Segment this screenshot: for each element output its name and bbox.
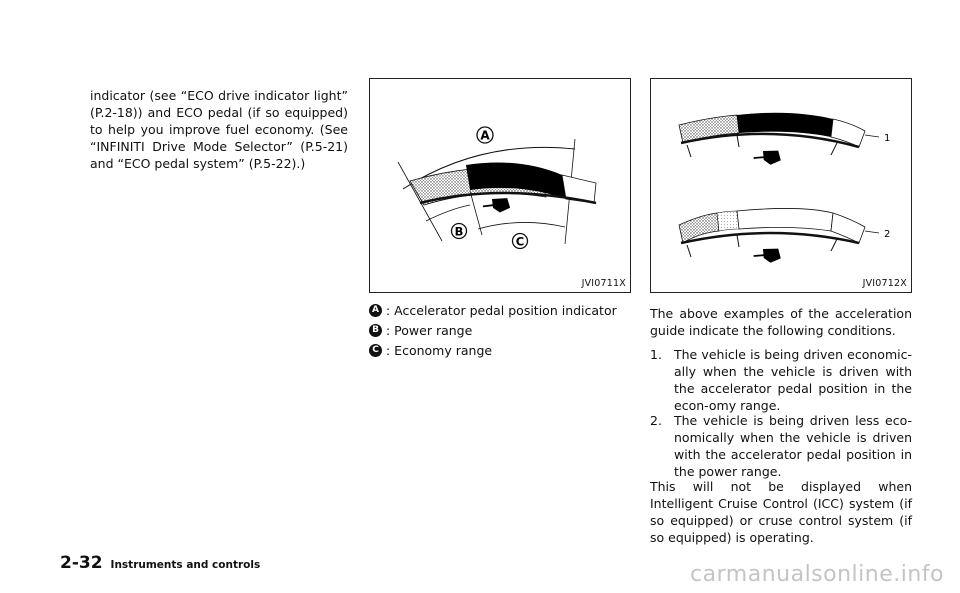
- watermark: carmanualsonline.info: [690, 562, 944, 587]
- legend-text: : Economy range: [386, 343, 493, 358]
- list-text: The vehicle is being driven less eco-nom…: [674, 413, 912, 479]
- list-number: 2.: [650, 413, 662, 428]
- figure-code: JVI0711X: [581, 278, 626, 289]
- label-a: A: [480, 129, 490, 143]
- gauge-diagram-1: A B C: [397, 126, 597, 250]
- range-b-arc: [425, 204, 471, 222]
- label-c: C: [516, 235, 524, 249]
- pedal-foot-icon: [482, 198, 511, 213]
- label-b: B: [455, 225, 464, 239]
- page-number: 2-32: [60, 553, 103, 573]
- closing-paragraph: This will not be displayed when Intellig…: [650, 479, 912, 545]
- gauge-black-segment: [466, 162, 566, 199]
- gauge-example-1: 1: [678, 112, 890, 165]
- page-footer: 2-32 Instruments and controls: [60, 553, 260, 573]
- label-1: 1: [884, 133, 890, 144]
- conditions-intro: The above examples of the acceleration g…: [650, 306, 912, 338]
- label-b-badge: B: [450, 222, 468, 240]
- label-a-badge: A: [476, 126, 494, 144]
- legend-text: : Accelerator pedal position indicator: [386, 303, 617, 318]
- legend-text: : Power range: [386, 323, 473, 338]
- legend-badge: C: [369, 344, 382, 357]
- list-item-1: 1. The vehicle is being driven economic-…: [650, 346, 912, 414]
- range-c-arc: [477, 222, 566, 230]
- legend-item-a: A : Accelerator pedal position indicator: [369, 303, 639, 318]
- label-c-badge: C: [511, 232, 529, 250]
- gauge-example-2: 2: [678, 208, 890, 263]
- pedal-foot-icon: [753, 248, 781, 263]
- list-number: 1.: [650, 347, 662, 362]
- intro-paragraph: indicator (see “ECO drive indicator ligh…: [90, 88, 348, 171]
- figure-acceleration-guide-ranges: A B C JVI0711X: [369, 78, 631, 293]
- range-divider-tick: [469, 190, 483, 236]
- list-item-2: 2. The vehicle is being driven less eco-…: [650, 412, 912, 480]
- figure-code: JVI0712X: [862, 278, 907, 289]
- list-text: The vehicle is being driven economic-all…: [674, 347, 912, 413]
- figure-acceleration-guide-examples: 1 2 JVI0712X: [650, 78, 912, 293]
- legend-item-b: B : Power range: [369, 323, 639, 338]
- legend-badge: B: [369, 324, 382, 337]
- label-2: 2: [884, 229, 890, 240]
- range-a-left-tick: [397, 161, 443, 242]
- legend-item-c: C : Economy range: [369, 343, 639, 358]
- section-title: Instruments and controls: [110, 559, 261, 571]
- gauge-base-line: [419, 191, 597, 205]
- pedal-foot-icon: [753, 150, 781, 165]
- legend-badge: A: [369, 304, 382, 317]
- gauge-diagram-2: 1 2: [678, 112, 890, 263]
